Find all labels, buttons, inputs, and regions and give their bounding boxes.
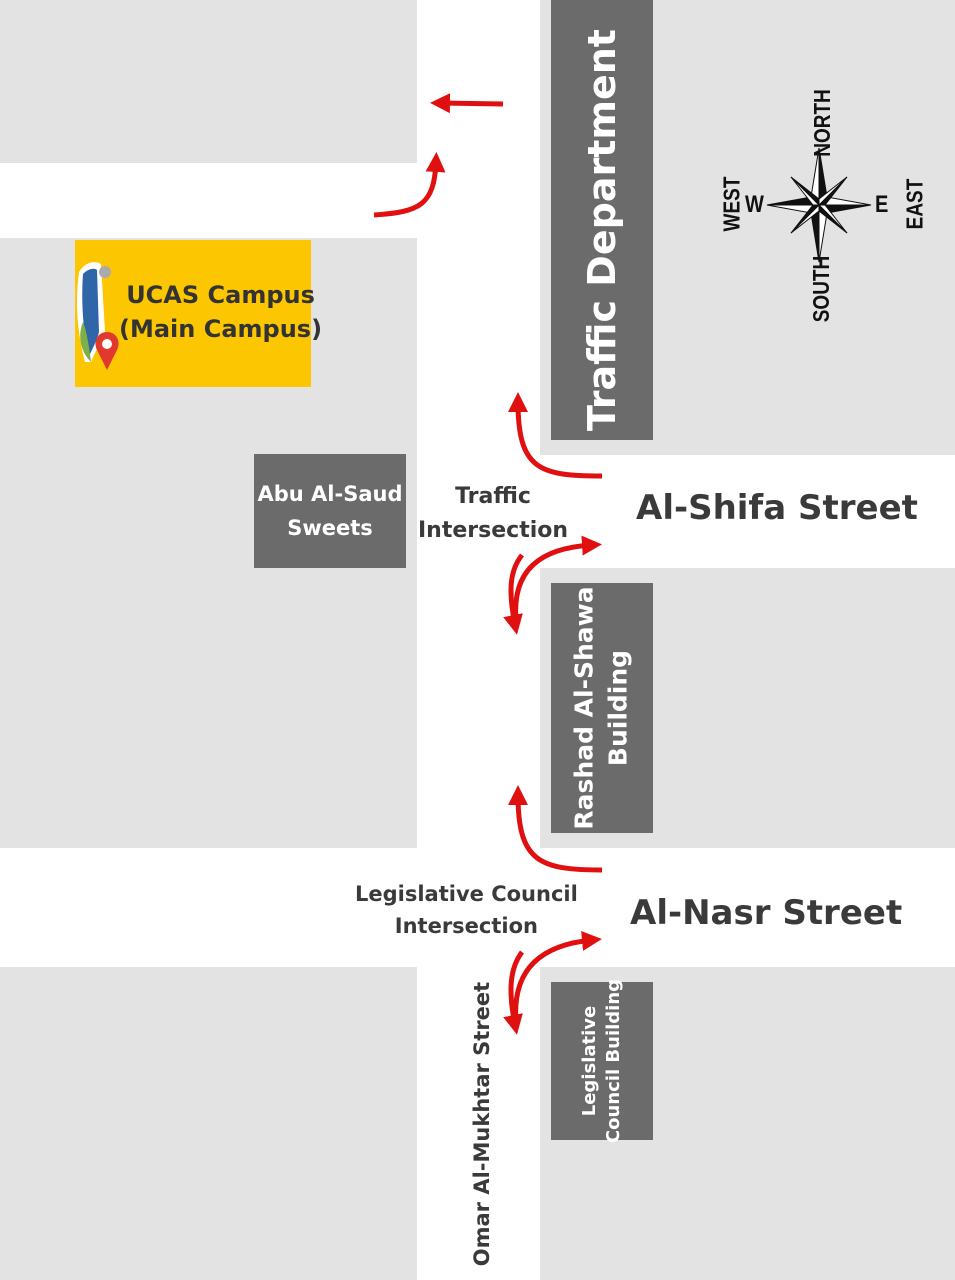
ucas-logo-pin-icon	[77, 262, 119, 370]
arrow-icon	[503, 950, 525, 1035]
compass-north-label: NORTH	[810, 89, 836, 157]
abu-al-saud-sweets-building[interactable]: Abu Al-Saud Sweets	[254, 454, 406, 568]
ucas-campus-marker[interactable]: UCAS Campus (Main Campus)	[75, 240, 322, 387]
compass-rose-icon	[766, 147, 872, 263]
compass-east-label: EAST	[903, 178, 929, 230]
compass-south-label: SOUTH	[810, 255, 836, 323]
al-nasr-street-label: Al-Nasr Street	[630, 893, 903, 933]
arrow-icon	[430, 93, 504, 114]
city-block	[0, 0, 417, 163]
compass-west-label: WEST	[720, 176, 746, 232]
arrow-icon	[373, 152, 446, 218]
rashad-al-shawa-building[interactable]: Rashad Al-Shawa Building	[551, 583, 653, 833]
legislative-intersection-label: Legislative Council Intersection	[355, 882, 578, 938]
al-shifa-street-label: Al-Shifa Street	[636, 488, 918, 528]
traffic-department-building[interactable]: Traffic Department	[551, 0, 653, 440]
arrow-icon	[503, 553, 525, 635]
traffic-intersection-label: Traffic Intersection	[418, 484, 569, 543]
compass-w-letter: W	[745, 191, 764, 219]
campus-label: UCAS Campus (Main Campus)	[119, 281, 323, 343]
legislative-council-building[interactable]: Legislative Council Building	[551, 979, 653, 1143]
omar-al-mukhtar-street-label: Omar Al-Mukhtar Street	[470, 981, 495, 1267]
city-block	[0, 967, 417, 1280]
compass-e-letter: E	[875, 191, 889, 219]
